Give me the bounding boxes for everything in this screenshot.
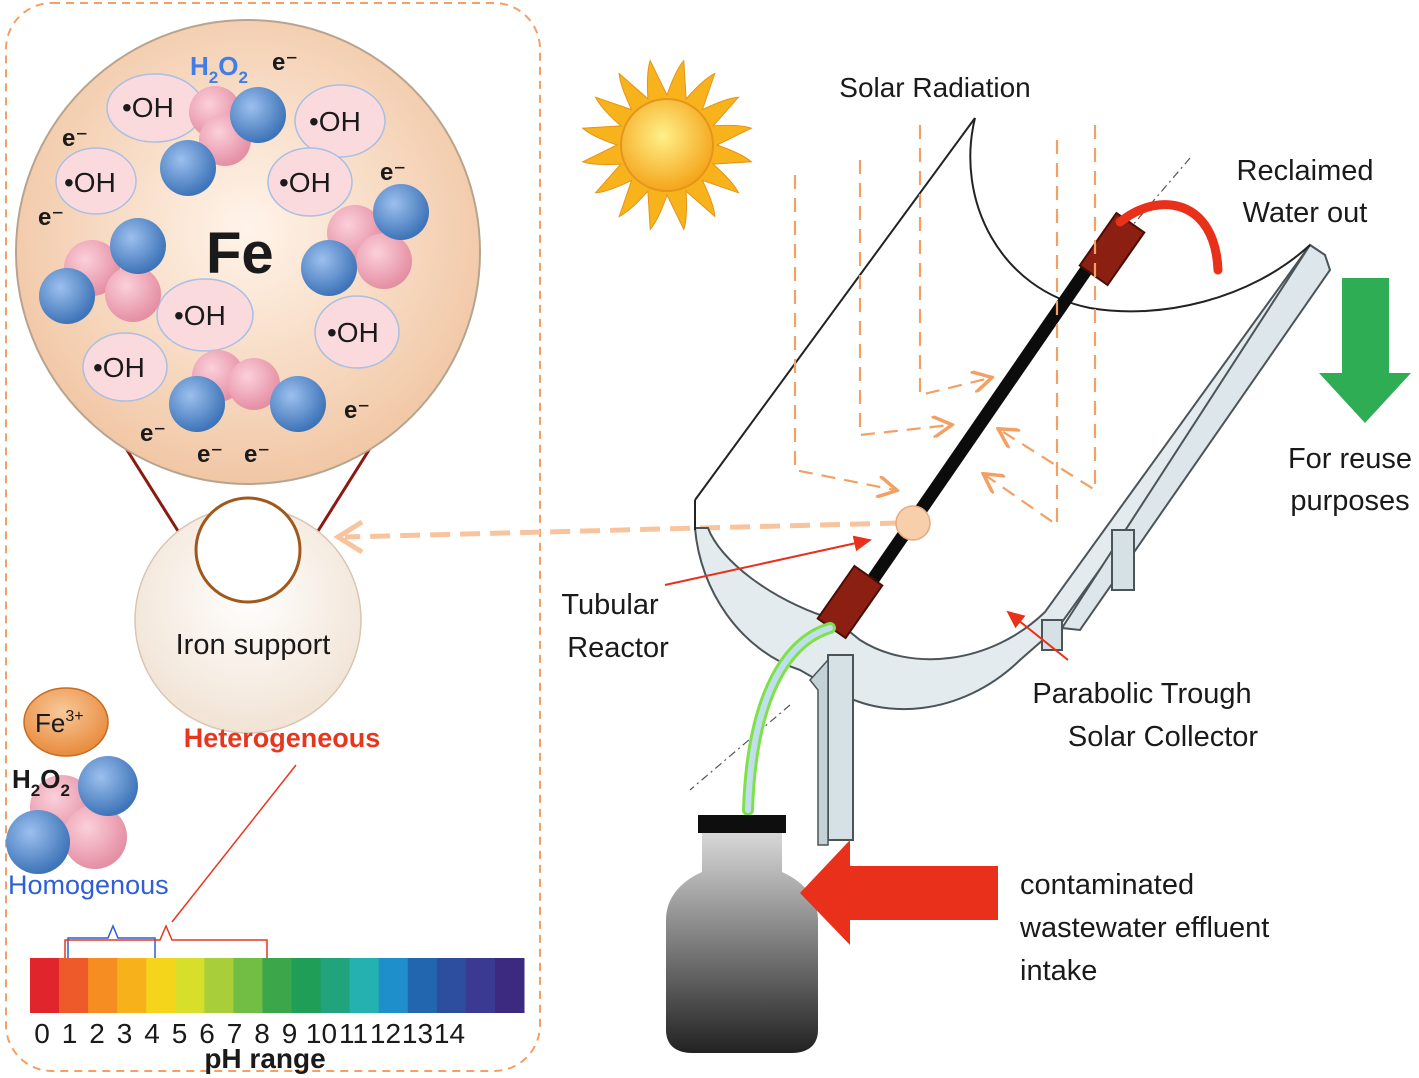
ph-color-segment xyxy=(291,958,322,1013)
ph-tick-label: 9 xyxy=(282,1018,298,1049)
tubular-label-2: Reactor xyxy=(567,632,669,664)
intake-label-1: contaminated xyxy=(1020,869,1194,901)
reclaimed-label-1: Reclaimed xyxy=(1237,155,1374,187)
electron-label: e⁻ xyxy=(38,204,64,231)
ph-color-segment xyxy=(320,958,351,1013)
ph-color-segment xyxy=(349,958,380,1013)
hydroxyl-radicals xyxy=(55,73,400,402)
ph-tick-label: 2 xyxy=(89,1018,105,1049)
electron-label: e⁻ xyxy=(197,441,223,468)
electron-label: e⁻ xyxy=(62,125,88,152)
parabolic-label-1: Parabolic Trough xyxy=(1032,678,1251,710)
ph-color-segment xyxy=(88,958,118,1013)
reuse-label-1: For reuse xyxy=(1288,443,1412,475)
oh-label: •OH xyxy=(327,317,379,348)
fe3-ion xyxy=(23,687,109,757)
oh-label: •OH xyxy=(122,92,174,123)
active-site-ring xyxy=(194,496,302,604)
tubular-pointer xyxy=(664,535,872,586)
ph-tick-label: 6 xyxy=(199,1018,215,1049)
ph-color-segment xyxy=(175,958,205,1013)
ph-tick-label: 11 xyxy=(339,1018,368,1049)
electron-labels: e⁻ e⁻ e⁻ e⁻ e⁻ e⁻ e⁻ e⁻ xyxy=(38,49,406,468)
down-arrow-icon xyxy=(1319,278,1411,423)
zoom-connector-head xyxy=(333,519,364,555)
electron-label: e⁻ xyxy=(140,420,166,447)
ph-tick-label: 5 xyxy=(172,1018,188,1049)
reuse-label-2: purposes xyxy=(1290,485,1409,517)
h2o2-molecules xyxy=(39,86,429,432)
sun-icon xyxy=(581,59,753,231)
ph-color-segment xyxy=(407,958,438,1013)
left-panel-frame xyxy=(5,2,541,1072)
ph-color-segment xyxy=(436,958,467,1013)
solar-radiation-rays xyxy=(793,125,1097,528)
ph-color-segment xyxy=(233,958,263,1013)
heterogeneous-bracket xyxy=(64,924,268,962)
ph-tick-label: 10 xyxy=(306,1018,337,1049)
fe-label: Fe xyxy=(206,221,274,286)
left-arrow-icon xyxy=(800,840,998,945)
container-icon xyxy=(666,815,818,1053)
oh-labels: •OH •OH •OH •OH •OH •OH •OH xyxy=(64,92,379,383)
electron-label: e⁻ xyxy=(380,159,406,186)
ph-tick-label: 8 xyxy=(254,1018,270,1049)
ph-color-segment xyxy=(204,958,234,1013)
parabolic-trough-collector xyxy=(689,117,1332,846)
ph-range-label: pH range xyxy=(204,1043,325,1074)
parabolic-pointer xyxy=(1006,610,1069,661)
tubular-label-1: Tubular xyxy=(561,589,659,621)
homogenous-label: Homogenous xyxy=(8,870,169,900)
ph-color-segment xyxy=(59,958,89,1013)
ph-tick-label: 13 xyxy=(402,1018,433,1049)
ph-tick-label: 0 xyxy=(34,1018,50,1049)
oh-label: •OH xyxy=(279,167,331,198)
oh-label: •OH xyxy=(174,300,226,331)
oh-label: •OH xyxy=(64,167,116,198)
ph-tick-label: 1 xyxy=(62,1018,78,1049)
iron-support-label: Iron support xyxy=(176,629,331,661)
ph-color-segment xyxy=(146,958,176,1013)
ph-tick-label: 4 xyxy=(144,1018,160,1049)
ph-tick-label: 12 xyxy=(370,1018,401,1049)
intake-label-2: wastewater effluent xyxy=(1019,912,1269,944)
ph-color-segment xyxy=(465,958,496,1013)
ph-color-segment xyxy=(117,958,147,1013)
electron-label: e⁻ xyxy=(272,49,298,76)
ph-scale-bar xyxy=(30,958,525,1013)
ph-tick-label: 7 xyxy=(227,1018,243,1049)
oh-label: •OH xyxy=(93,352,145,383)
ph-color-segment xyxy=(30,958,60,1013)
ph-tick-label: 3 xyxy=(117,1018,133,1049)
zoom-connector-arrow xyxy=(344,520,901,540)
outlet-pipe xyxy=(1115,200,1223,275)
heterogeneous-label: Heterogeneous xyxy=(184,723,381,753)
ph-color-segment xyxy=(262,958,293,1013)
parabolic-label-2: Solar Collector xyxy=(1068,721,1259,753)
electron-label: e⁻ xyxy=(344,397,370,424)
homogeneous-bracket xyxy=(67,924,156,958)
ph-color-segment xyxy=(378,958,409,1013)
reactor-zoom-point xyxy=(895,505,931,541)
reclaimed-label-2: Water out xyxy=(1243,197,1368,229)
solar-radiation-label: Solar Radiation xyxy=(839,72,1030,103)
electron-label: e⁻ xyxy=(244,441,270,468)
homogeneous-h2o2-molecule xyxy=(6,756,138,874)
heterogeneous-pointer xyxy=(171,764,297,923)
ph-tick-label: 14 xyxy=(434,1018,465,1049)
ph-color-segment xyxy=(494,958,525,1013)
oh-label: •OH xyxy=(309,106,361,137)
intake-label-3: intake xyxy=(1020,955,1097,987)
